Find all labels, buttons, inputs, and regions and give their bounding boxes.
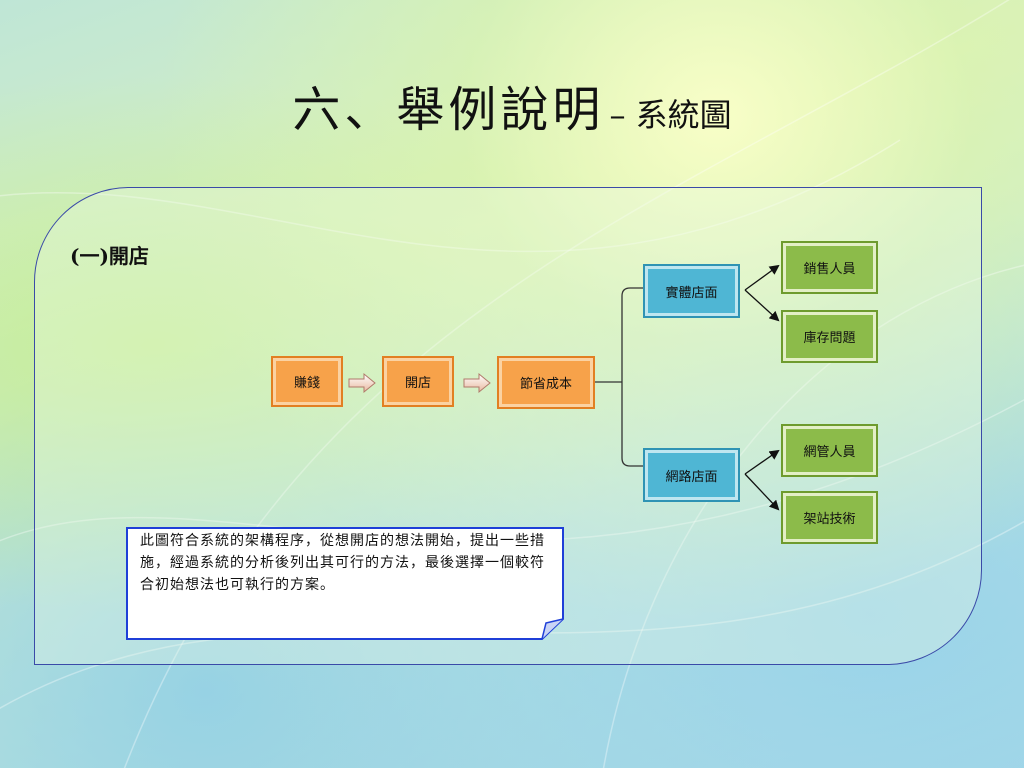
flow-box-make-money: 賺錢 [271,356,343,407]
leaf-box-inventory: 庫存問題 [781,310,878,363]
leaf-box-sales-staff: 銷售人員 [781,241,878,294]
note-callout [126,527,564,640]
leaf-box-site-tech: 架站技術 [781,491,878,544]
title-sub: – 系統圖 [609,96,732,134]
flow-box-label: 賺錢 [293,376,320,391]
leaf-box-label: 銷售人員 [803,262,856,277]
leaf-box-label: 網管人員 [803,445,856,460]
branch-box-label: 網路店面 [665,469,718,485]
flow-box-label: 節省成本 [519,377,572,392]
title-main: 六、舉例說明 [292,82,605,138]
branch-box-online-store: 網路店面 [643,448,740,502]
branch-box-physical-store: 實體店面 [643,264,740,318]
leaf-box-label: 庫存問題 [803,331,856,346]
leaf-box-label: 架站技術 [803,512,856,527]
flow-box-save-cost: 節省成本 [497,356,595,409]
section-label: (一)開店 [70,244,149,268]
branch-box-label: 實體店面 [665,285,718,301]
flow-box-open-store: 開店 [382,356,454,407]
slide-title: 六、舉例說明 – 系統圖 [0,70,1024,140]
note-text: 此圖符合系統的架構程序，從想開店的想法開始，提出一些措施，經過系統的分析後列出其… [140,533,545,593]
flow-box-label: 開店 [404,376,431,391]
leaf-box-network-admin: 網管人員 [781,424,878,477]
